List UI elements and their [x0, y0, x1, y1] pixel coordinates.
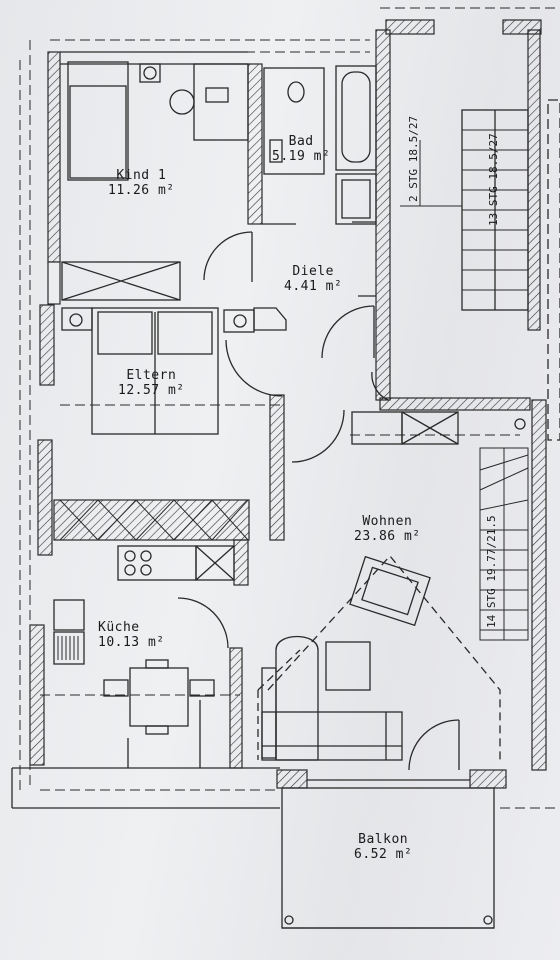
room-name: Küche	[98, 620, 140, 635]
room-label-eltern: Eltern 12.57 m²	[118, 368, 185, 398]
room-label-diele: Diele 4.41 m²	[284, 264, 342, 294]
room-area: 5.19 m²	[272, 149, 331, 164]
room-label-kueche: Küche 10.13 m²	[98, 620, 165, 650]
room-label-wohnen: Wohnen 23.86 m²	[354, 514, 421, 544]
room-label-kind-1: Kind 1 11.26 m²	[108, 168, 175, 198]
room-name: Balkon	[358, 832, 409, 847]
stair-count: 14 STG	[485, 588, 498, 628]
stair-count: 2 STG	[407, 168, 420, 202]
room-name: Diele	[292, 264, 334, 279]
room-label-bad: Bad 5.19 m²	[272, 134, 330, 164]
room-name: Wohnen	[362, 514, 413, 529]
room-label-balkon: Balkon 6.52 m²	[354, 832, 412, 862]
room-area: 11.26 m²	[108, 183, 175, 198]
room-area: 6.52 m²	[354, 847, 413, 862]
stair-label-lower-flight: 14 STG 19.77/21.5	[485, 515, 498, 628]
stair-dims: 18.5/27	[407, 115, 420, 163]
stair-count: 13 STG	[487, 186, 500, 226]
stair-label-upper-landing: 2 STG 18.5/27	[407, 115, 420, 202]
room-area: 10.13 m²	[98, 635, 165, 650]
stair-dims: 19.77/21.5	[485, 515, 498, 582]
stair-dims: 18.5/27	[487, 133, 500, 180]
stair-label-upper-flight: 13 STG 18.5/27	[487, 133, 500, 226]
room-area: 12.57 m²	[118, 383, 185, 398]
room-area: 4.41 m²	[284, 279, 343, 294]
room-area: 23.86 m²	[354, 529, 421, 544]
room-name: Eltern	[126, 368, 177, 383]
room-name: Bad	[288, 134, 314, 149]
room-name: Kind 1	[116, 168, 167, 183]
